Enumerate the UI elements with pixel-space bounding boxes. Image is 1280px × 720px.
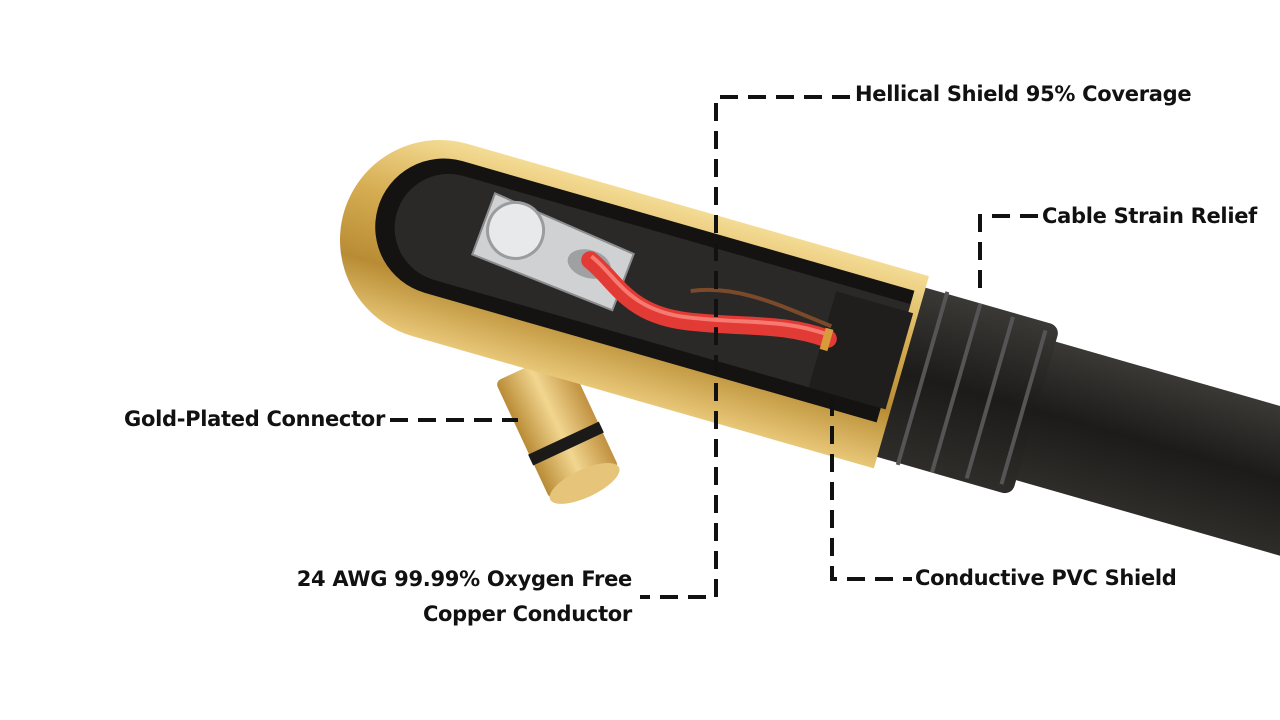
strain-relief-leader xyxy=(978,214,1038,296)
red-wire xyxy=(581,251,837,348)
pvc-shield-label: Conductive PVC Shield xyxy=(915,566,1177,590)
gold-connector-label: Gold-Plated Connector xyxy=(124,407,385,431)
pvc-shield-block xyxy=(808,291,914,410)
cable xyxy=(996,336,1280,613)
braid-wire xyxy=(690,287,833,329)
strain-relief xyxy=(869,287,1058,494)
helical-shield-leader xyxy=(640,95,850,599)
conductor-label-line2: Copper Conductor xyxy=(422,602,632,626)
conductor-label-line1: 24 AWG 99.99% Oxygen Free xyxy=(296,567,633,591)
pvc-shield-leader xyxy=(830,398,912,581)
strain-relief-label: Cable Strain Relief xyxy=(1042,204,1258,228)
helical-shield-label: Hellical Shield 95% Coverage xyxy=(855,82,1192,106)
callout-lines xyxy=(390,95,1038,599)
plug-tip xyxy=(497,351,620,504)
